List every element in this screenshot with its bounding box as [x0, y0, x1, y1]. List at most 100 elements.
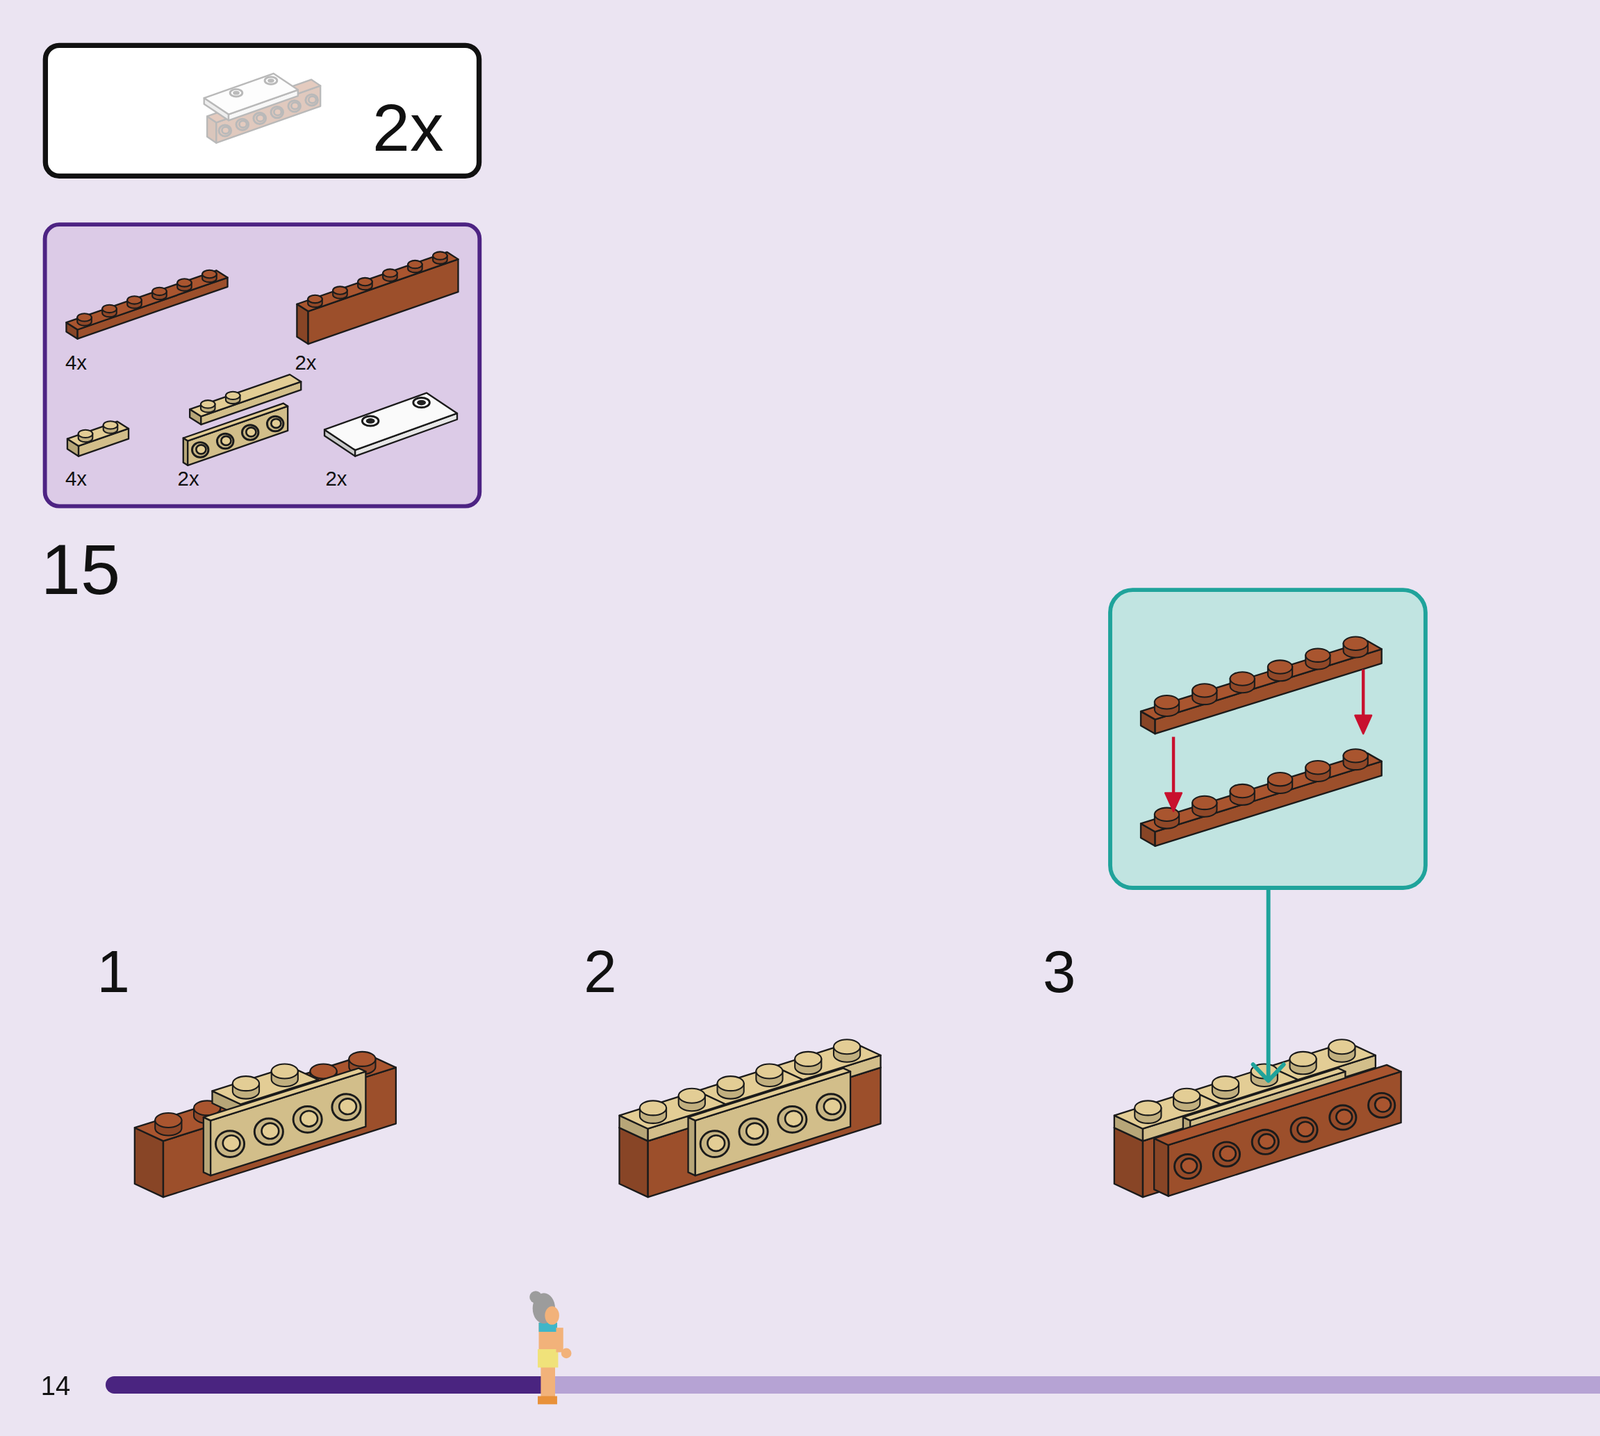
front-stud [191, 442, 209, 458]
brick-side [1155, 761, 1382, 847]
brick-side [1155, 648, 1382, 734]
front-stud [1213, 1142, 1240, 1167]
stud-top [432, 251, 448, 260]
stud-top [1305, 760, 1330, 774]
brick-top [296, 252, 458, 312]
stud-top [407, 260, 423, 269]
brick-top [688, 1068, 852, 1121]
stud-top [127, 295, 142, 304]
torso [539, 1322, 558, 1352]
front-stud-ring [300, 1110, 318, 1127]
stud-top [639, 1100, 667, 1116]
callout-panel [1110, 589, 1426, 888]
front-stud-ring [245, 427, 256, 437]
stud-top [794, 1051, 822, 1067]
stud-top [332, 286, 348, 294]
sub-step-number: 3 [1042, 942, 1076, 1002]
arm [555, 1327, 563, 1352]
stud-top [78, 430, 94, 438]
stud-top [1343, 748, 1368, 763]
front-stud-ring [1258, 1133, 1275, 1149]
stud-top [307, 295, 323, 303]
front-stud [778, 1106, 807, 1133]
stud-top [1173, 1088, 1200, 1104]
faded-assembly [204, 73, 321, 144]
stud [229, 88, 243, 97]
stud-top [1154, 807, 1179, 822]
stud-top [1134, 1100, 1161, 1116]
part-quantity: 2x [294, 352, 317, 373]
front-stud-ring [1374, 1097, 1391, 1112]
shoe [537, 1396, 558, 1405]
stud-top [152, 287, 167, 296]
front-stud-ring [339, 1098, 357, 1115]
brick-top [183, 403, 288, 442]
face [544, 1306, 560, 1325]
page-number: 14 [40, 1372, 71, 1400]
front-stud-ring [261, 1123, 280, 1140]
front-stud-ring [291, 102, 299, 110]
brick-end [203, 1117, 211, 1176]
stud-top [102, 304, 117, 313]
progress-track [114, 1376, 1600, 1394]
stud-top [177, 278, 192, 287]
assembly-step-1 [134, 1051, 397, 1198]
parts-list-box: 4x2x4x2x2x [43, 222, 483, 508]
sub-step-number: 1 [97, 942, 130, 1002]
front-stud [241, 425, 259, 441]
part-quantity: 4x [65, 468, 87, 489]
front-stud-ring [221, 127, 230, 135]
front-stud-ring [785, 1110, 803, 1127]
sub-step-number: 2 [583, 942, 617, 1002]
shorts [537, 1349, 558, 1368]
front-stud [739, 1118, 768, 1145]
front-stud [266, 416, 284, 432]
stud-top [678, 1088, 706, 1104]
brick-side [210, 1071, 366, 1176]
stud-top [382, 268, 398, 277]
callout [1110, 589, 1426, 888]
front-stud [270, 106, 284, 118]
stud-top [1154, 695, 1179, 709]
front-stud [1368, 1092, 1396, 1118]
stud-hole [267, 78, 275, 83]
front-stud-ring [308, 96, 317, 104]
brick-top [324, 393, 458, 451]
front-stud-ring [707, 1135, 725, 1152]
red-arrowhead [1165, 792, 1182, 811]
front-stud [332, 1094, 361, 1121]
front-stud-ring [746, 1123, 764, 1140]
front-stud [305, 94, 319, 106]
brick-side [77, 277, 228, 340]
stud-top [1212, 1076, 1239, 1091]
red-arrowhead [1354, 715, 1372, 734]
front-stud-ring [238, 120, 247, 128]
brick-end [688, 1117, 696, 1176]
assembly-step-3 [1114, 1039, 1402, 1198]
stud-top [1267, 772, 1293, 786]
front-stud-ring [223, 1135, 241, 1152]
front-stud-ring [270, 418, 281, 428]
stud-top [1192, 796, 1217, 810]
part-illustration [47, 226, 487, 513]
stud-top [717, 1076, 745, 1091]
front-stud [700, 1131, 729, 1158]
stud-top [1328, 1039, 1355, 1054]
stud-top [833, 1039, 861, 1054]
stud [361, 416, 379, 426]
front-stud-ring [1297, 1122, 1314, 1137]
stud-top [232, 1076, 260, 1091]
front-stud [1329, 1105, 1357, 1130]
submodel-count-box: 2x [43, 43, 483, 179]
stud-top [103, 421, 119, 429]
step-number: 15 [40, 533, 121, 606]
stud-top [1267, 660, 1293, 674]
brick-end [1153, 1138, 1169, 1197]
stud-top [1230, 671, 1255, 686]
stud [413, 397, 431, 408]
stud-hole [366, 418, 376, 424]
stud-top [225, 391, 241, 400]
front-stud-ring [1181, 1158, 1198, 1174]
